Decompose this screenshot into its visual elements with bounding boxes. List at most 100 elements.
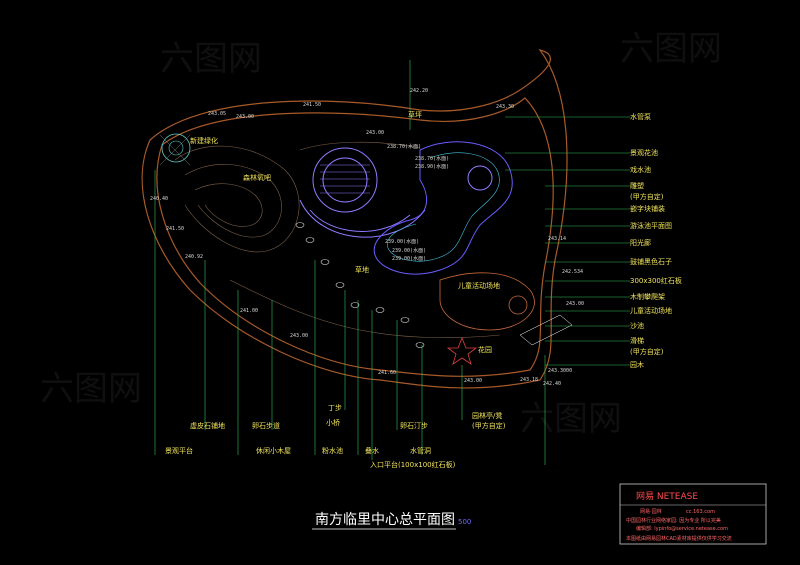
elevation: 240.40 <box>150 196 168 202</box>
label-play-pool: 戏水池 <box>630 165 651 174</box>
garden-core <box>168 140 184 156</box>
label-view-platform: 景观平台 <box>165 446 193 455</box>
label-cascade: 叠水 <box>365 446 379 455</box>
water-level: 239.00(水面) <box>392 247 426 254</box>
drawing-title: 南方临里中心总平面图 500 <box>312 512 471 530</box>
label-kids-area-inline: 儿童活动场地 <box>458 281 500 290</box>
label-ding-step: 丁步 <box>328 404 342 412</box>
elevation: 243.05 <box>208 111 226 117</box>
elevation: 241.50 <box>166 226 184 232</box>
water-level: 239.00(水面) <box>392 255 426 262</box>
label-black-pebbles: 鼓铺黑色石子 <box>630 257 672 266</box>
label-entrance-platform: 入口平台(100x100红石板) <box>370 460 456 469</box>
stone <box>400 317 410 323</box>
north-garden <box>159 133 191 166</box>
bottom-labels: 景观平台 虚皮石铺地 卵石步道 休闲小木屋 丁步 小桥 粉水池 叠水 卵石汀步 … <box>165 110 506 469</box>
stone <box>415 342 425 348</box>
label-sculpture: 雕塑 <box>630 181 644 190</box>
right-labels: 水管泵 景观花池 戏水池 雕塑 (甲方自定) 嵌字块铺装 游泳池平面图 阳光廊 … <box>630 112 682 369</box>
elevation: 241.00 <box>240 308 258 314</box>
watermark-text-3: 六图网 <box>40 369 142 409</box>
plan-labels: 新建绿化 森林氧吧 草地 儿童活动场地 花园 <box>190 136 500 354</box>
label-new-green: 新建绿化 <box>190 136 218 145</box>
pavilion-grid <box>320 164 370 194</box>
elevation: 243.3000 <box>548 368 572 374</box>
stone <box>375 307 385 313</box>
elevation: 239.00(水面) <box>385 238 419 245</box>
label-small-bridge: 小桥 <box>326 418 340 427</box>
path-north <box>299 141 421 151</box>
water-level: 238.70(水面) <box>415 155 449 162</box>
contour-3 <box>194 183 263 227</box>
label-owner-defined-1: (甲方自定) <box>630 192 664 201</box>
children-play-area <box>439 272 573 346</box>
label-water-pump: 水管泵 <box>630 112 651 121</box>
stone <box>305 237 315 243</box>
stone <box>320 259 330 265</box>
elevation: 243.18 <box>520 377 538 383</box>
pavilion-outer-ring <box>312 147 378 213</box>
elevation-marks: 243.00 241.50 242.20 238.70(水面) 239.00(水… <box>150 88 584 387</box>
label-water-tunnel: 水管洞 <box>410 446 431 455</box>
label-powder-pond: 粉水池 <box>322 446 343 455</box>
label-red-stone-slab: 300x300红石板 <box>630 276 682 285</box>
label-leisure-cabin: 休闲小木屋 <box>256 446 291 455</box>
watermark-text-1: 六图网 <box>160 39 262 79</box>
garden-circle <box>161 133 191 163</box>
watermark: 六图网 六图网 六图网 六图网 <box>40 29 722 439</box>
site-boundary <box>141 49 568 389</box>
elevation: 243.00 <box>366 130 384 136</box>
elevation: 242.40 <box>543 381 561 387</box>
label-pavilion-bench: 园林亭/凳 <box>472 411 502 420</box>
pool-outline <box>373 141 513 275</box>
elevation: 243.30 <box>496 104 514 110</box>
label-owner-defined-2: (甲方自定) <box>630 347 664 356</box>
title-block-line-2: 编辑部: lypinfo@service.netease.com <box>636 525 728 532</box>
elevation: 242.534 <box>562 269 583 275</box>
label-character-paving: 嵌字块铺装 <box>630 204 665 213</box>
flower-bed-icon <box>446 336 478 365</box>
watermark-text-4: 六图网 <box>520 399 622 439</box>
label-grass: 草坪 <box>408 110 422 119</box>
fountain-ring <box>467 165 493 191</box>
pavilion-inner-ring <box>322 157 368 203</box>
label-owner-defined-3: (甲方自定) <box>472 421 506 430</box>
elevation: 243.00 <box>464 378 482 384</box>
label-pebble-stepping: 卵石汀步 <box>400 421 428 430</box>
elevation: 238.70(水面) <box>387 143 421 150</box>
play-area-outline <box>439 272 535 331</box>
elevation: 243.14 <box>548 236 566 242</box>
label-slide: 滑梯 <box>630 336 644 345</box>
title-block-url: cc.163.com <box>686 509 715 515</box>
label-climbing-frame: 木制攀爬架 <box>630 292 665 301</box>
title-block-line-1: 中国园林行业网络家园: 因为专业 所以完美 <box>626 517 721 524</box>
title-block-site-label: 网易·园林 <box>640 508 662 515</box>
elevation: 243.00 <box>290 333 308 339</box>
path-south <box>229 279 501 339</box>
elevation: 243.00 <box>236 114 254 120</box>
plan-title-scale: 500 <box>458 518 471 526</box>
label-sandpit: 沙池 <box>630 321 644 330</box>
title-block: 网易 NETEASE 网易·园林 cc.163.com 中国园林行业网络家园: … <box>619 483 767 545</box>
label-garden: 花园 <box>478 345 492 354</box>
label-bark-paving: 虚皮石铺地 <box>190 421 225 430</box>
contour-2 <box>184 164 282 238</box>
slide <box>519 314 573 346</box>
pavilion-arc-2 <box>299 199 426 238</box>
elevation: 242.20 <box>410 88 428 94</box>
label-sun-corridor: 阳光廊 <box>630 238 651 247</box>
elevation: 241.60 <box>378 370 396 376</box>
elevation: 243.00 <box>566 301 584 307</box>
elevation: 241.50 <box>303 102 321 108</box>
elevation: 240.92 <box>185 254 203 260</box>
label-flower-pond: 景观花池 <box>630 148 658 157</box>
label-pebble-path: 卵石步道 <box>252 421 280 430</box>
water-level: 238.90(水面) <box>415 163 449 170</box>
watermark-text-2: 六图网 <box>620 29 722 69</box>
plan-title: 南方临里中心总平面图 <box>315 512 455 528</box>
garden-paving <box>159 134 191 166</box>
boundary-outer <box>141 49 568 389</box>
stone <box>295 222 305 228</box>
